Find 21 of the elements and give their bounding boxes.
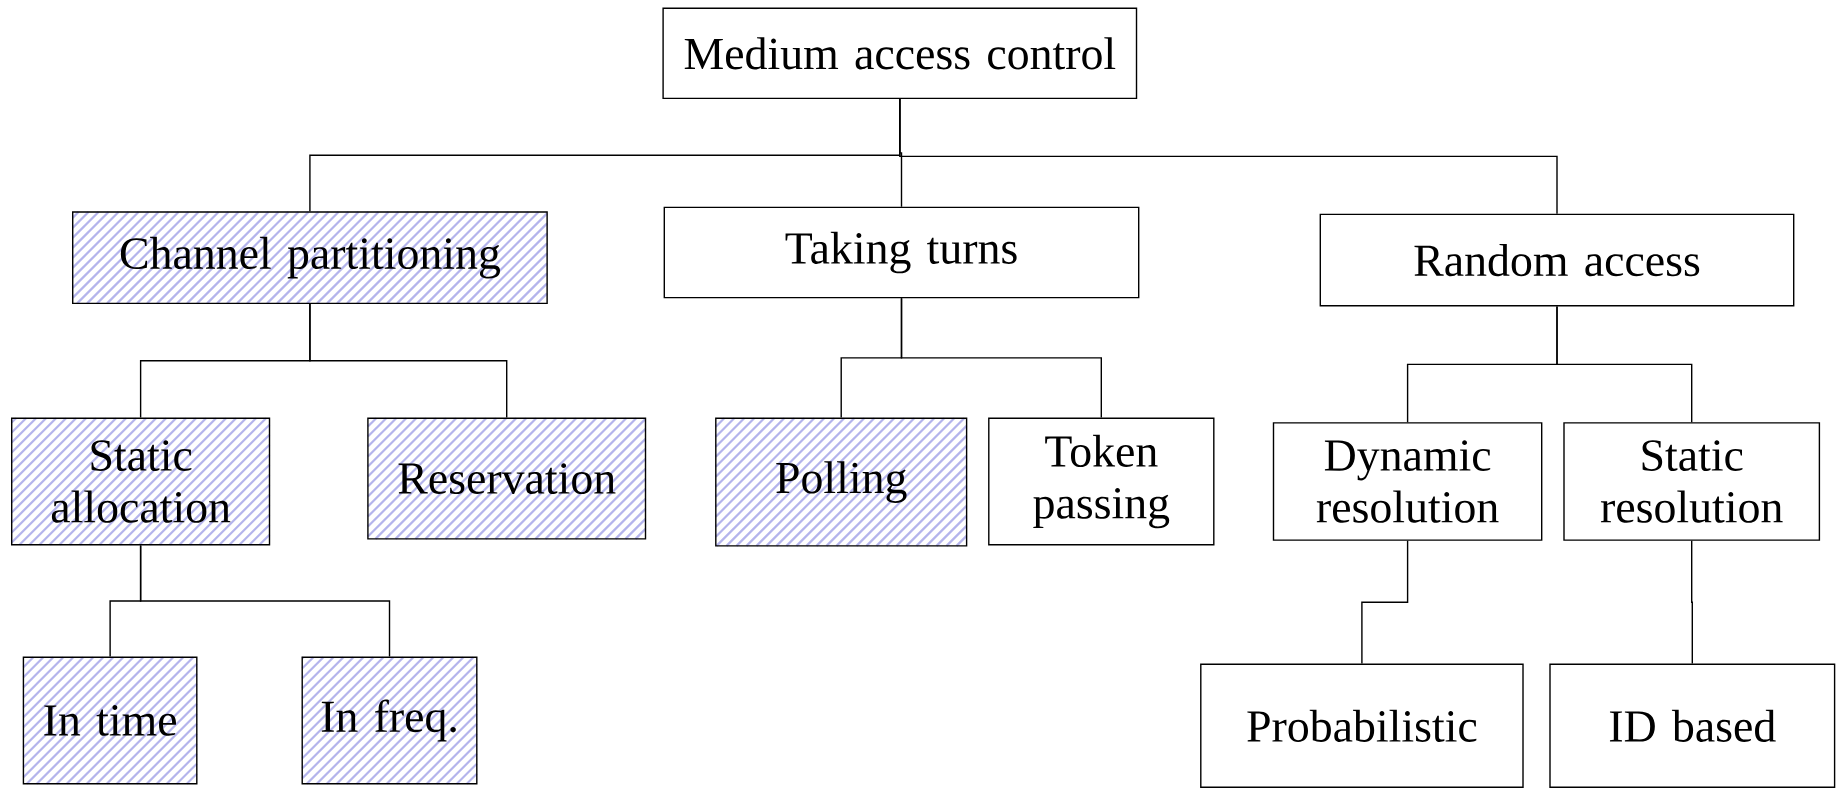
hatched-box: Polling xyxy=(715,417,968,547)
process-box: ID based xyxy=(1549,663,1836,788)
process-box: Dynamic resolution xyxy=(1272,422,1543,541)
connector-line xyxy=(1556,305,1693,423)
hatched-box: Channel partitioning xyxy=(71,211,548,305)
process-box: Taking turns xyxy=(663,206,1140,299)
connector-line xyxy=(139,544,391,658)
hatched-box: In freq. xyxy=(301,656,478,785)
connector-line xyxy=(309,303,508,419)
hatched-box: In time xyxy=(22,656,198,785)
connector-line xyxy=(900,297,1102,419)
process-box: Probabilistic xyxy=(1200,663,1524,788)
process-box: Token passing xyxy=(988,417,1215,546)
hatched-box: Static allocation xyxy=(10,417,271,546)
connector-line xyxy=(899,98,1558,215)
process-box: Static resolution xyxy=(1563,422,1821,541)
process-box: Random access xyxy=(1319,213,1795,307)
process-box: Medium access control xyxy=(662,7,1138,100)
connector-line xyxy=(1361,540,1409,665)
connector-line xyxy=(1691,540,1693,665)
hatched-box: Reservation xyxy=(367,417,647,540)
